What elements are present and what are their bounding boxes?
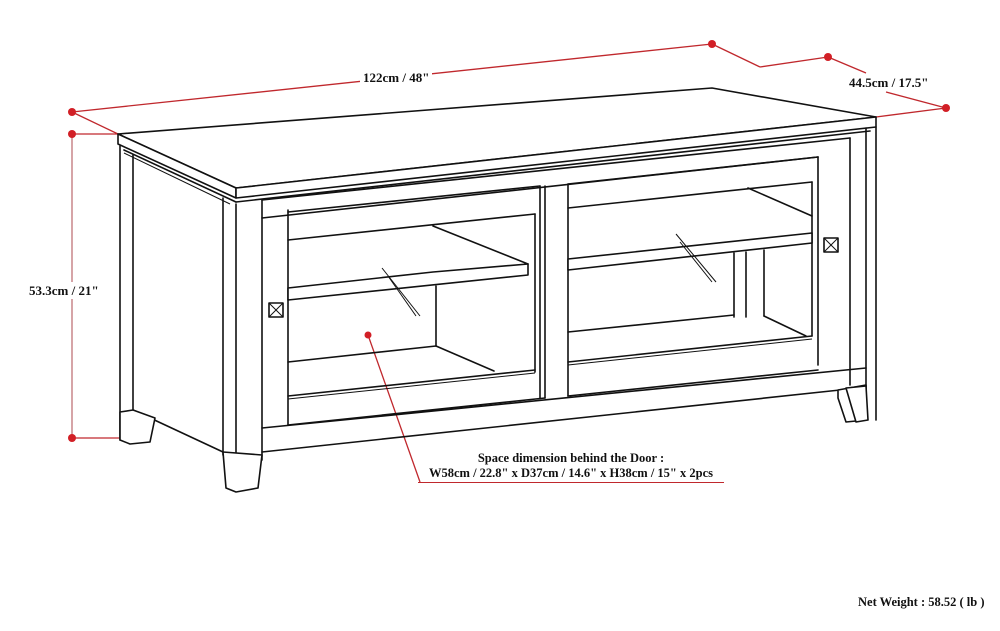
interior-space-detail: W58cm / 22.8" x D37cm / 14.6" x H38cm / … <box>429 466 713 480</box>
height-bottom-dot-icon <box>68 434 76 442</box>
right-rear-leg <box>845 385 869 423</box>
width-dimension-label: 122cm / 48" <box>360 71 433 84</box>
interior-space-note: Space dimension behind the Door : W58cm … <box>418 451 724 481</box>
depth-dimension-label: 44.5cm / 17.5" <box>847 75 931 90</box>
interior-note-underline <box>418 482 724 483</box>
depth-end-dot-icon <box>942 104 950 112</box>
right-glass-door <box>567 156 839 397</box>
net-weight-label: Net Weight : 58.52 ( lb ) <box>858 595 985 609</box>
height-top-dot-icon <box>68 130 76 138</box>
depth-start-dot-icon <box>824 53 832 61</box>
tabletop <box>117 87 877 205</box>
right-side-panel <box>845 126 877 423</box>
front-left-leg <box>222 451 263 493</box>
depth-dimension-line <box>827 56 867 74</box>
interior-callout-line <box>367 334 421 483</box>
interior-callout-dot-icon <box>364 331 372 339</box>
width-end-dot-icon <box>708 40 716 48</box>
right-door-knob-icon <box>823 237 839 253</box>
left-side-panel <box>119 145 263 493</box>
left-glass-door <box>268 185 546 426</box>
back-left-leg <box>119 409 156 445</box>
interior-space-title: Space dimension behind the Door : <box>477 451 665 465</box>
width-start-dot-icon <box>68 108 76 116</box>
height-dimension-label: 53.3cm / 21" <box>27 282 101 299</box>
left-door-knob-icon <box>268 302 284 318</box>
